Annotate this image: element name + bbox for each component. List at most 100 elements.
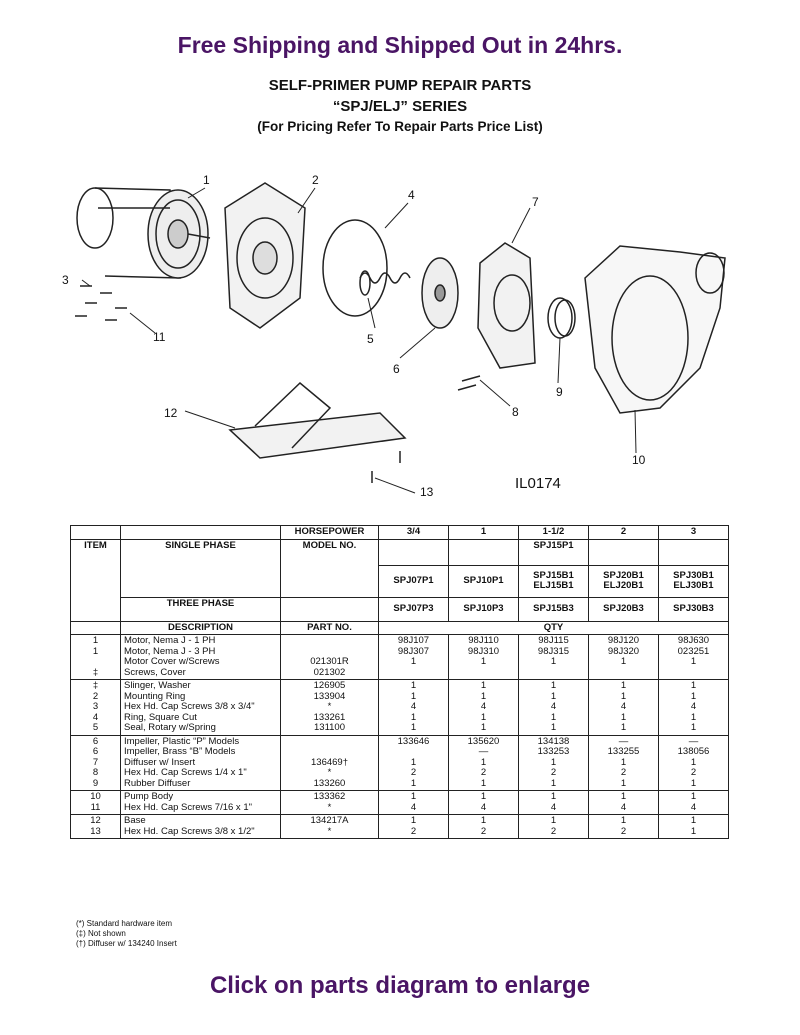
callout-6: 6 [393, 362, 400, 376]
qty-cell: 98J630 023251 1 [658, 634, 729, 680]
footnotes: (*) Standard hardware item (‡) Not shown… [76, 919, 177, 949]
mounting-ring-part [224, 182, 306, 329]
qty-cell: — 138056 1 2 1 [658, 734, 729, 791]
qty-cell: 98J115 98J315 1 [518, 634, 589, 680]
callout-8: 8 [512, 405, 519, 419]
footnote: (‡) Not shown [76, 929, 126, 938]
description-cell: Pump Body Hex Hd. Cap Screws 7/16 x 1" [120, 790, 281, 815]
free-shipping-banner: Free Shipping and Shipped Out in 24hrs. [177, 32, 623, 58]
exploded-pump-drawing: 1 2 3 4 5 6 7 8 9 10 11 12 13 IL0174 [62, 173, 726, 499]
diffuser-part [477, 242, 536, 369]
part-no-cell: 126905 133904 * 133261 131100 [280, 679, 379, 736]
hp-cell: 3/4 [378, 525, 449, 540]
qty-cell: 1 2 [448, 814, 519, 839]
hp-cell: 2 [588, 525, 659, 540]
item-cell: 1 1 ‡ [70, 634, 121, 680]
model-cell: SPJ30B3 [658, 596, 729, 622]
description-cell: Slinger, Washer Mounting Ring Hex Hd. Ca… [120, 679, 281, 736]
screws-8-part [457, 375, 481, 391]
empty-cell [120, 525, 281, 539]
model-cell: SPJ15B1 ELJ15B1 [518, 564, 589, 598]
qty-cell: 1 1 4 1 1 [658, 679, 729, 736]
table-row: 10 11 Pump Body Hex Hd. Cap Screws 7/16 … [70, 790, 729, 815]
item-cell: 6 6 7 8 9 [70, 734, 121, 791]
qty-cell: 1 1 4 1 1 [518, 679, 589, 736]
parts-diagram-link[interactable]: 1 2 3 4 5 6 7 8 9 10 11 12 13 IL0174 [60, 168, 740, 508]
title-line-2: “SPJ/ELJ” SERIES [332, 98, 468, 115]
qty-label: QTY [378, 620, 729, 635]
column-header-row: DESCRIPTION PART NO. QTY [70, 620, 729, 635]
qty-cell: 1 2 [378, 814, 449, 839]
callout-13: 13 [420, 485, 434, 499]
callout-1: 1 [203, 173, 210, 187]
item-label: ITEM [70, 538, 121, 622]
callout-11: 11 [153, 330, 166, 344]
impeller-part [421, 257, 459, 329]
item-cell: ‡ 2 3 4 5 [70, 679, 121, 736]
qty-cell: 1 1 [658, 814, 729, 839]
empty-cell [70, 620, 121, 635]
empty-cell [70, 525, 121, 539]
single-phase-label: SINGLE PHASE [120, 538, 281, 598]
motor-part [76, 187, 211, 279]
table-row: ‡ 2 3 4 5 Slinger, Washer Mounting Ring … [70, 679, 729, 736]
hp-cell: 3 [658, 525, 729, 540]
table-row: 1 1 ‡ Motor, Nema J - 1 PH Motor, Nema J… [70, 634, 729, 680]
model-cell: SPJ07P3 [378, 596, 449, 622]
model-cell: SPJ20B1 ELJ20B1 [588, 564, 659, 598]
drawing-id: IL0174 [515, 475, 561, 492]
qty-cell: 98J120 98J320 1 [588, 634, 659, 680]
model-cell: SPJ20B3 [588, 596, 659, 622]
part-no-cell: 134217A * [280, 814, 379, 839]
enlarge-diagram-link[interactable]: Click on parts diagram to enlarge [209, 972, 591, 999]
qty-cell: — 133255 1 2 1 [588, 734, 659, 791]
base-part [228, 381, 407, 459]
table-row: 6 6 7 8 9 Impeller, Plastic “P” Models I… [70, 734, 729, 791]
qty-cell: 1 2 [518, 814, 589, 839]
item-cell: 12 13 [70, 814, 121, 839]
model-cell [658, 538, 729, 566]
qty-cell: 134138 133253 1 2 1 [518, 734, 589, 791]
description-cell: Base Hex Hd. Cap Screws 3/8 x 1/2" [120, 814, 281, 839]
description-label: DESCRIPTION [120, 620, 281, 635]
item-cell: 10 11 [70, 790, 121, 815]
qty-cell: 135620 — 1 2 1 [448, 734, 519, 791]
screws-11-part [75, 285, 127, 321]
title-line-3: (For Pricing Refer To Repair Parts Price… [257, 119, 543, 134]
callout-7: 7 [532, 195, 539, 209]
qty-cell: 98J107 98J307 1 [378, 634, 449, 680]
callout-5: 5 [367, 332, 374, 346]
footnote: (†) Diffuser w/ 134240 Insert [76, 939, 177, 948]
screws-13-part [371, 451, 401, 483]
model-cell: SPJ10P1 [448, 564, 519, 598]
hp-cell: 1 [448, 525, 519, 540]
table-row: 12 13 Base Hex Hd. Cap Screws 3/8 x 1/2"… [70, 814, 729, 839]
model-cell [378, 538, 449, 566]
callout-9: 9 [556, 385, 563, 399]
callout-4: 4 [408, 188, 415, 202]
description-cell: Impeller, Plastic “P” Models Impeller, B… [120, 734, 281, 791]
pump-body-part [584, 245, 726, 414]
model-cell: SPJ15P1 [518, 538, 589, 566]
three-phase-row: THREE PHASE SPJ07P3 SPJ10P3 SPJ15B3 SPJ2… [71, 596, 729, 622]
repair-parts-table: HORSEPOWER 3/4 1 1-1/2 2 3 ITEM SINGLE P… [70, 525, 729, 839]
model-cell [448, 538, 519, 566]
qty-cell: 1 4 [588, 790, 659, 815]
horsepower-row: HORSEPOWER 3/4 1 1-1/2 2 3 [70, 525, 729, 540]
model-cell [588, 538, 659, 566]
qty-cell: 1 1 4 1 1 [378, 679, 449, 736]
callout-12: 12 [164, 406, 178, 420]
qty-cell: 1 1 4 1 1 [588, 679, 659, 736]
single-phase-p-row: ITEM SINGLE PHASE MODEL NO. SPJ15P1 [70, 538, 729, 622]
part-no-cell: 021301R 021302 [280, 634, 379, 680]
model-cell: SPJ30B1 ELJ30B1 [658, 564, 729, 598]
model-cell: SPJ15B3 [518, 596, 589, 622]
rubber-diffuser-part [547, 297, 576, 339]
title-line-1: SELF-PRIMER PUMP REPAIR PARTS [268, 77, 532, 94]
parts-diagram[interactable]: 1 2 3 4 5 6 7 8 9 10 11 12 13 IL0174 [60, 168, 740, 508]
callout-10: 10 [632, 453, 646, 467]
empty-cell [280, 596, 379, 622]
part-no-cell: 133362 * [280, 790, 379, 815]
single-phase-row: SPJ07P1 SPJ10P1 SPJ15B1 ELJ15B1 SPJ20B1 … [71, 564, 729, 598]
rotary-seal-part [359, 270, 411, 296]
